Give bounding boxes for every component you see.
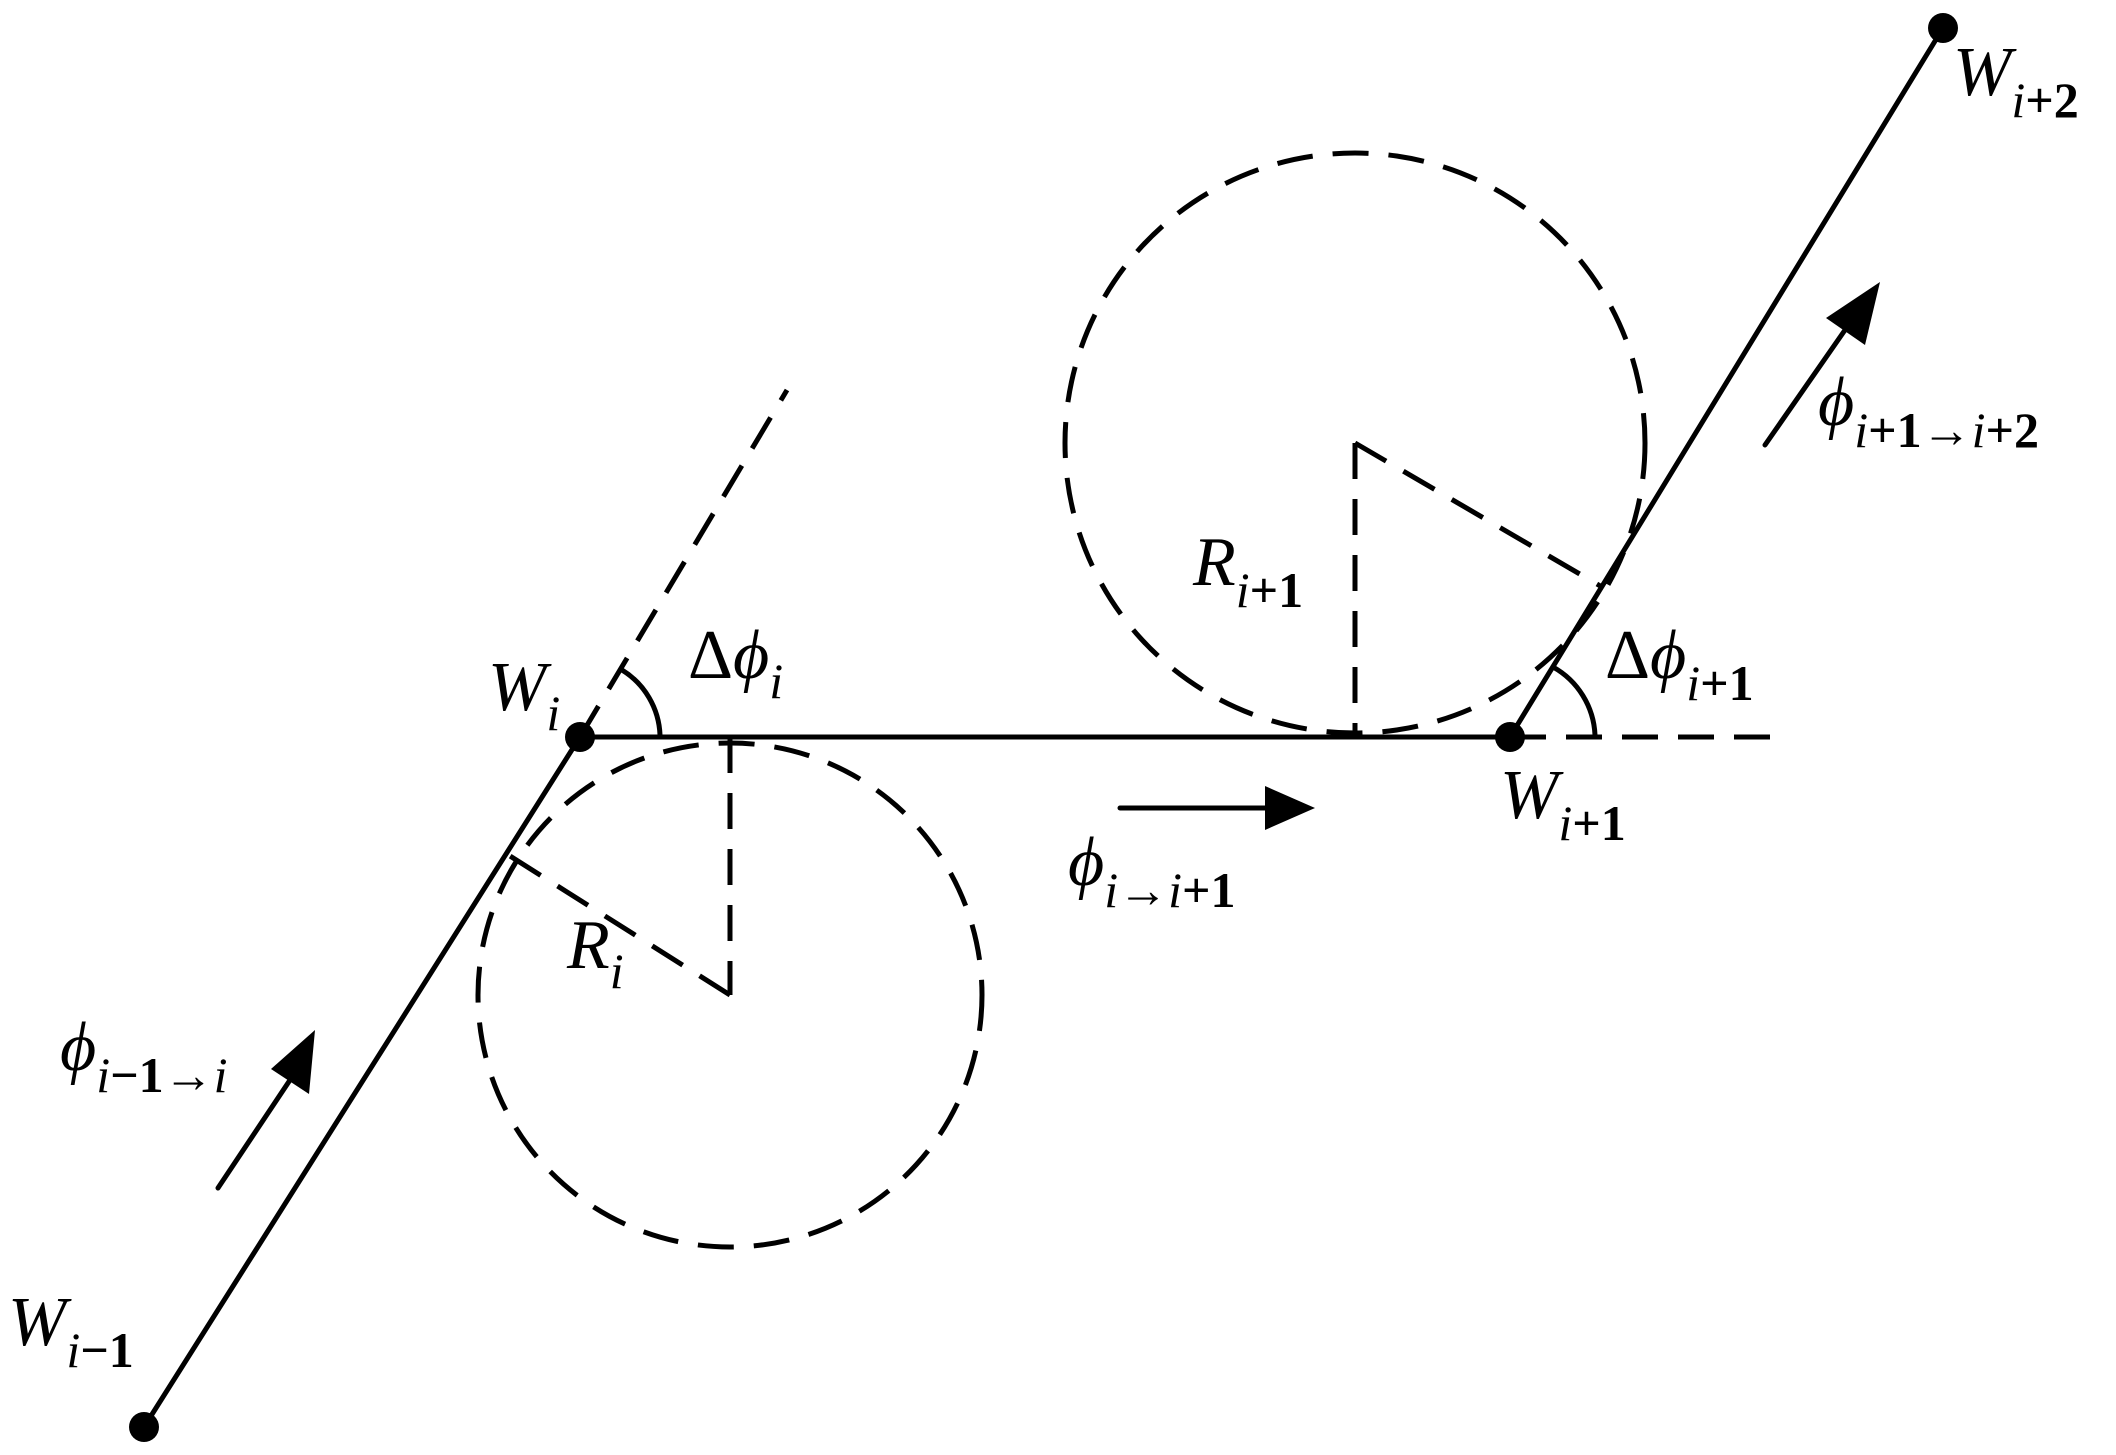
heading-arrow-i — [1117, 786, 1315, 830]
heading-next-label: ϕi+1→i+2 — [1818, 364, 2039, 458]
radius-perpendicular-i — [508, 853, 732, 998]
delta-angle-next-label: Δϕi+1 — [1605, 617, 1754, 711]
waypoint-next2-dot — [1928, 13, 1958, 43]
heading-arrow-next — [1762, 282, 1880, 448]
waypoint-next-label: Wi+1 — [1500, 757, 1626, 851]
heading-prev-label: ϕi−1→i — [60, 1009, 228, 1103]
waypoint-i-dot — [565, 722, 595, 752]
angle-arc-i — [619, 667, 663, 738]
delta-angle-i-label: Δϕi — [688, 617, 783, 709]
waypoint-prev-dot — [129, 1412, 159, 1442]
angle-arc-next — [1550, 664, 1598, 738]
waypoint-prev-label: Wi−1 — [8, 1284, 134, 1378]
waypoint-next-dot — [1495, 722, 1525, 752]
radius-next-label: Ri+1 — [1192, 524, 1303, 618]
radius-perpendicular-next — [1353, 440, 1604, 590]
radius-i-label: Ri — [566, 907, 624, 999]
waypoint-next2-label: Wi+2 — [1953, 34, 2079, 128]
heading-i-label: ϕi→i+1 — [1068, 824, 1236, 918]
segment-next-to-next2 — [1507, 25, 1946, 740]
heading-arrow-prev — [215, 1030, 315, 1191]
waypoint-i-label: Wi — [488, 649, 560, 741]
segment-prev-to-i — [141, 734, 583, 1430]
extension-line-prev-segment — [577, 388, 790, 739]
